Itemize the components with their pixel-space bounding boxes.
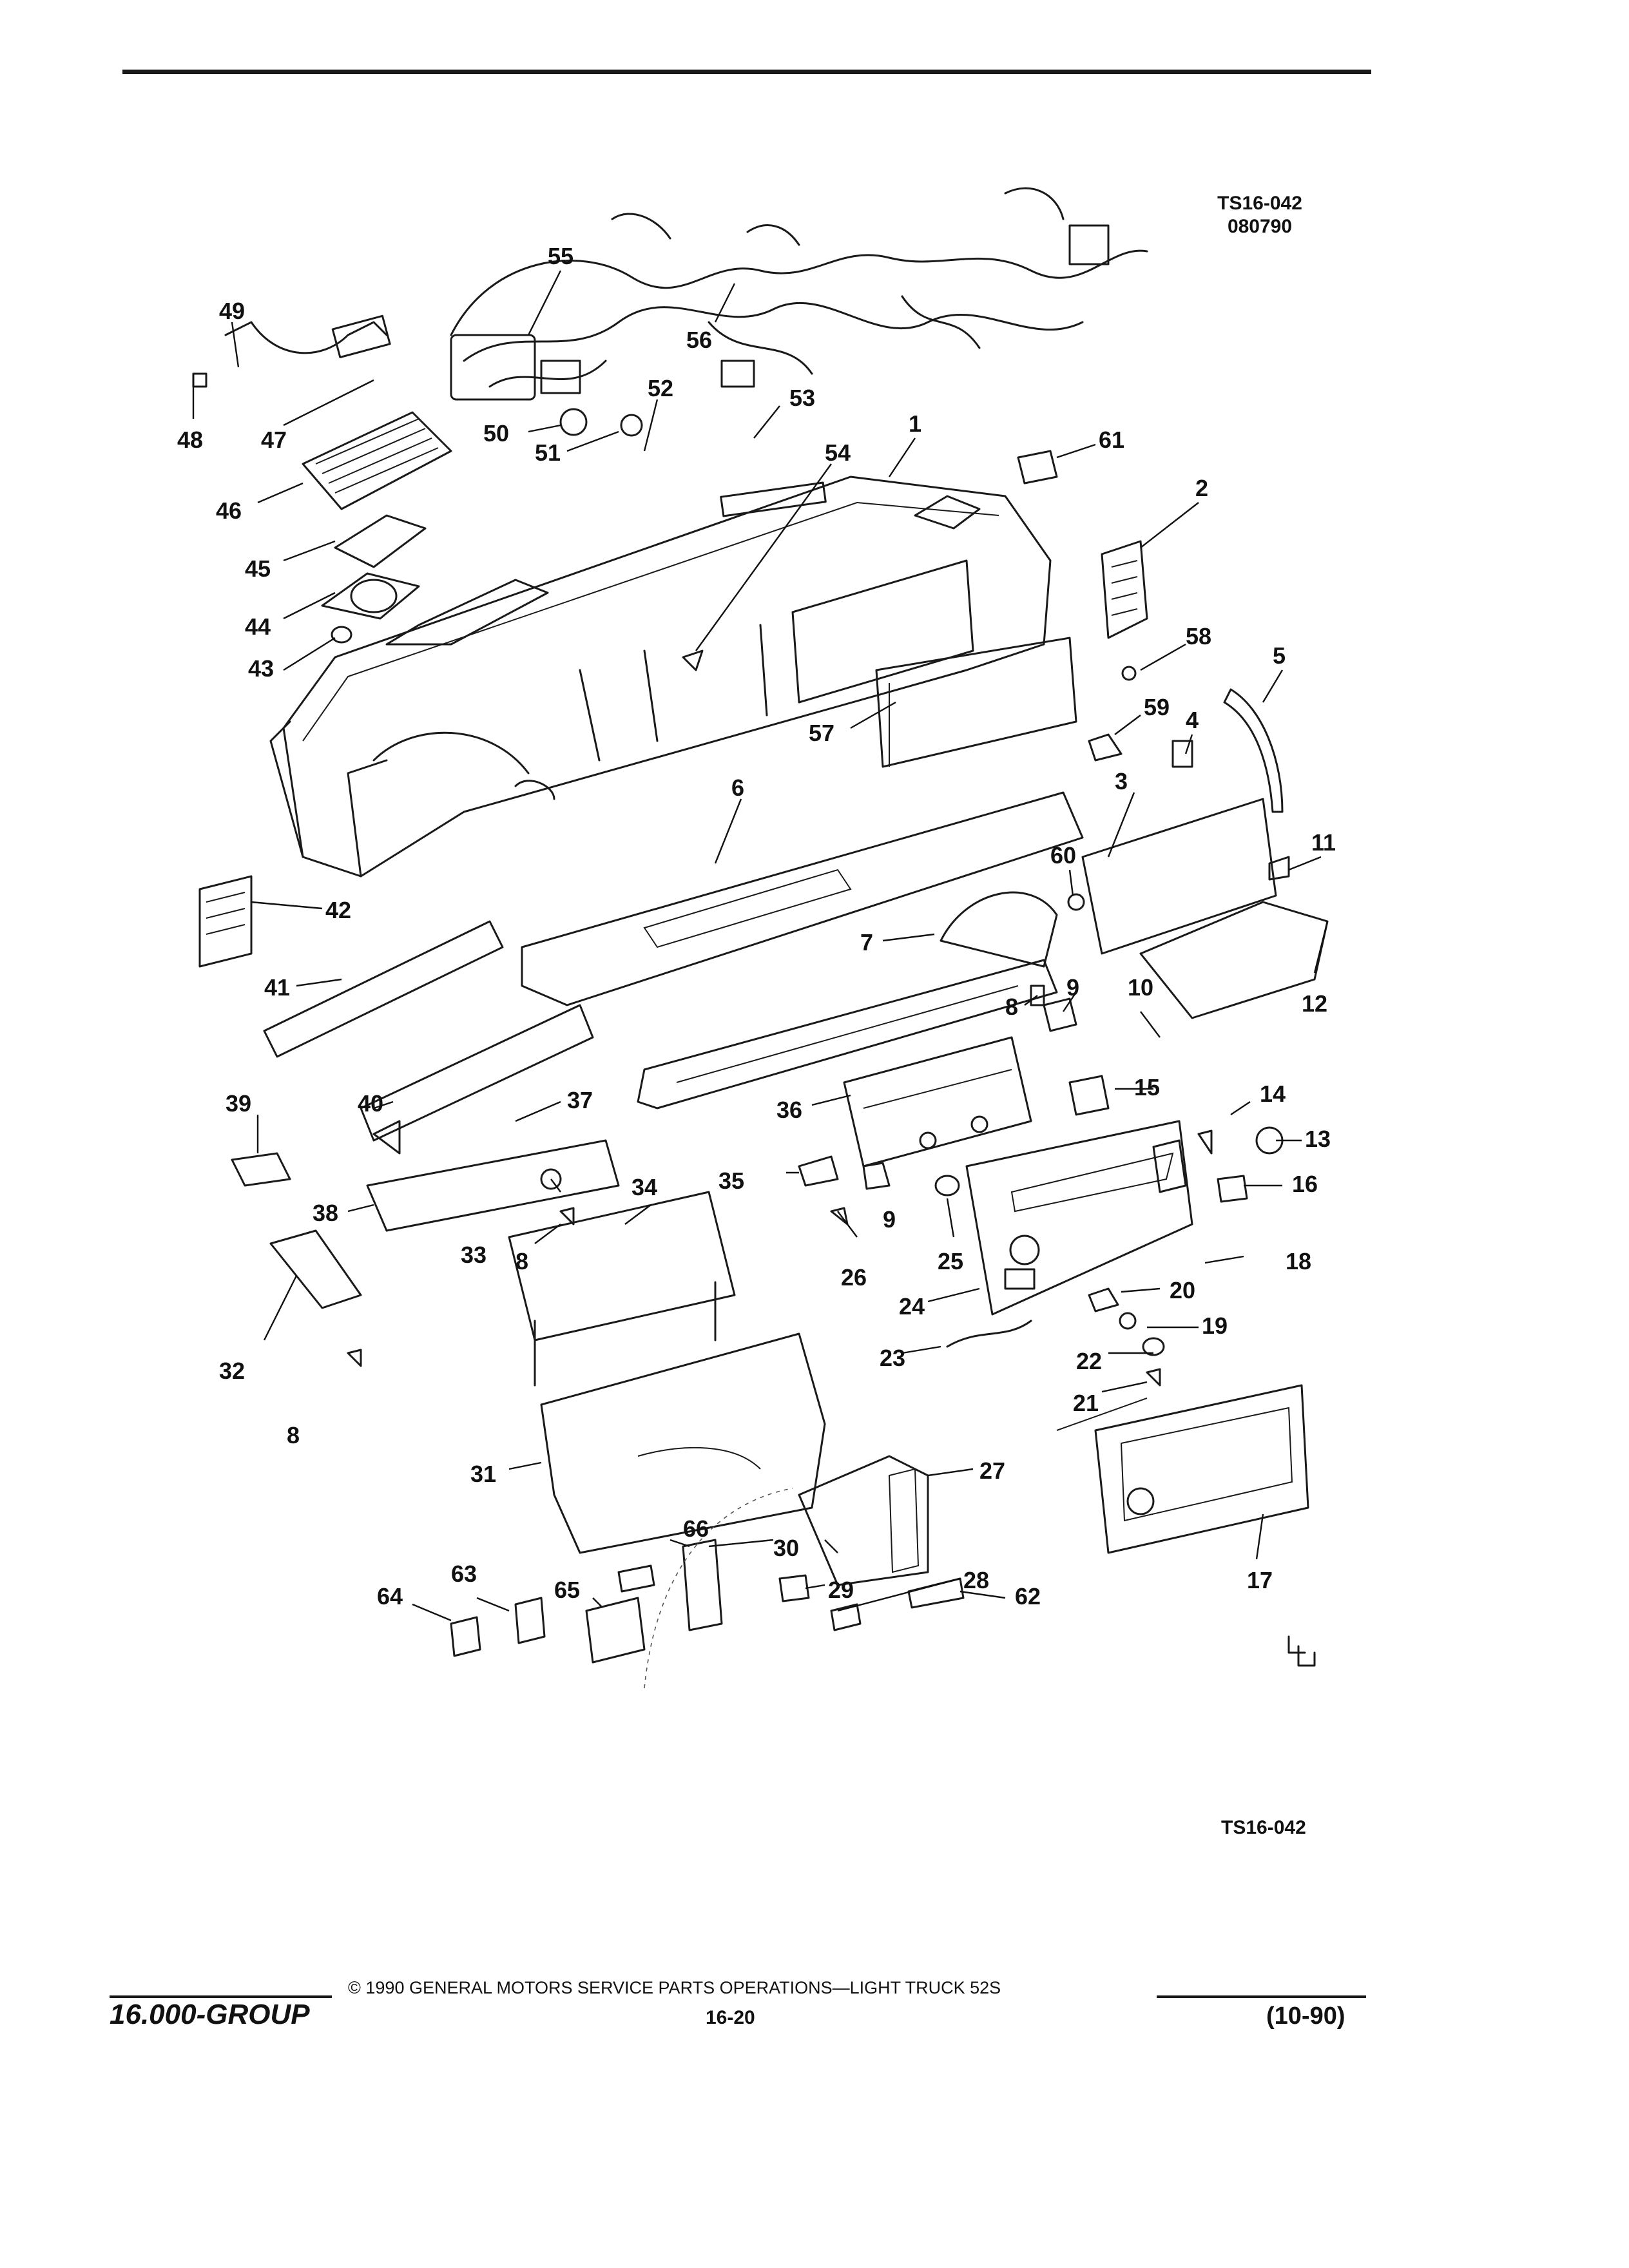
callout: 22 <box>1076 1348 1102 1374</box>
callout: 28 <box>963 1567 989 1593</box>
callout: 25 <box>938 1248 963 1274</box>
callout: 35 <box>718 1168 744 1194</box>
leader-lines <box>192 270 1329 1622</box>
callout: 54 <box>825 439 851 466</box>
callout: 13 <box>1305 1126 1331 1152</box>
bottom-switches <box>450 1455 965 1689</box>
callout: 30 <box>773 1535 799 1561</box>
callout: 11 <box>1311 829 1336 856</box>
callout: 2 <box>1195 475 1208 501</box>
callout: 52 <box>648 375 673 401</box>
callout-labels: 1 2 3 4 5 6 7 8 8 8 9 9 10 11 12 13 14 1… <box>177 243 1336 1610</box>
footer-rule-right <box>1157 1995 1366 1998</box>
top-rule <box>122 70 1371 74</box>
callout: 43 <box>248 655 274 682</box>
callout: 46 <box>216 497 242 524</box>
callout: 41 <box>264 974 290 1001</box>
figure-code-line1: TS16-042 <box>1217 193 1302 214</box>
gm-mark-icon <box>1287 1635 1316 1667</box>
callout: 3 <box>1115 768 1128 794</box>
center-parts <box>798 985 1110 1225</box>
callout: 1 <box>909 410 921 437</box>
callout: 8 <box>287 1422 300 1448</box>
callout: 27 <box>979 1457 1005 1484</box>
figure-code-block: TS16-042 080790 <box>1202 192 1318 238</box>
callout: 39 <box>226 1090 251 1117</box>
callout: 8 <box>516 1248 528 1274</box>
callout: 42 <box>325 897 351 923</box>
callout: 47 <box>261 427 287 453</box>
callout: 7 <box>860 929 873 956</box>
instrument-panel-pad <box>269 476 1052 878</box>
callout: 9 <box>1066 974 1079 1001</box>
footer-rule-left <box>110 1995 332 1998</box>
callout: 57 <box>809 720 834 746</box>
callout: 62 <box>1015 1583 1041 1610</box>
callout: 12 <box>1302 990 1327 1017</box>
callout: 37 <box>567 1087 593 1113</box>
callout: 60 <box>1050 842 1076 869</box>
callout: 34 <box>631 1174 657 1200</box>
callout: 63 <box>451 1561 477 1587</box>
footer-group: 16.000-GROUP <box>110 1999 310 2030</box>
callout: 38 <box>313 1200 338 1226</box>
callout: 44 <box>245 613 271 640</box>
callout: 20 <box>1170 1277 1195 1303</box>
callout: 16 <box>1292 1171 1318 1197</box>
left-upper-parts <box>192 314 643 644</box>
lower-shelf <box>521 791 1084 1110</box>
callout: 64 <box>377 1583 403 1610</box>
callout: 36 <box>776 1097 802 1123</box>
callout: 31 <box>470 1461 496 1487</box>
figure-id: TS16-042 <box>1221 1817 1306 1838</box>
callout: 9 <box>883 1206 896 1233</box>
callout: 56 <box>686 327 712 353</box>
callout: 21 <box>1073 1390 1099 1416</box>
callout: 65 <box>554 1577 580 1603</box>
callout: 50 <box>483 420 509 447</box>
bezel-and-switches <box>946 1120 1309 1554</box>
callout: 4 <box>1186 707 1199 733</box>
callout: 29 <box>828 1577 854 1603</box>
callout: 24 <box>899 1293 925 1320</box>
callout: 59 <box>1144 694 1170 720</box>
footer-date: (10-90) <box>1266 2003 1345 2030</box>
callout: 51 <box>535 439 561 466</box>
cluster-and-housing <box>269 1168 826 1554</box>
callout: 49 <box>219 298 245 324</box>
callout: 19 <box>1202 1312 1228 1339</box>
callout: 48 <box>177 427 203 453</box>
callout: 17 <box>1247 1567 1273 1593</box>
callout: 23 <box>880 1345 905 1371</box>
callout: 15 <box>1134 1074 1160 1100</box>
callout: 58 <box>1186 623 1211 649</box>
callout: 10 <box>1128 974 1153 1001</box>
callout: 32 <box>219 1358 245 1384</box>
footer-copyright: © 1990 GENERAL MOTORS SERVICE PARTS OPER… <box>348 1978 1001 1997</box>
wiring-harness <box>450 187 1148 401</box>
callout: 45 <box>245 555 271 582</box>
left-trim <box>198 875 620 1232</box>
callout: 18 <box>1286 1248 1311 1274</box>
right-parts <box>875 450 1329 1019</box>
callout: 26 <box>841 1264 867 1291</box>
callout: 61 <box>1099 427 1124 453</box>
callout: 66 <box>683 1515 709 1542</box>
callout: 5 <box>1273 642 1286 669</box>
figure-code-line2: 080790 <box>1227 216 1293 237</box>
callout: 53 <box>789 385 815 411</box>
footer-page: 16-20 <box>706 2007 755 2028</box>
callout: 6 <box>731 774 744 801</box>
callout: 14 <box>1260 1081 1286 1107</box>
callout: 55 <box>548 243 574 269</box>
callout: 8 <box>1005 994 1018 1020</box>
callout: 33 <box>461 1242 487 1268</box>
callout: 40 <box>358 1090 383 1117</box>
